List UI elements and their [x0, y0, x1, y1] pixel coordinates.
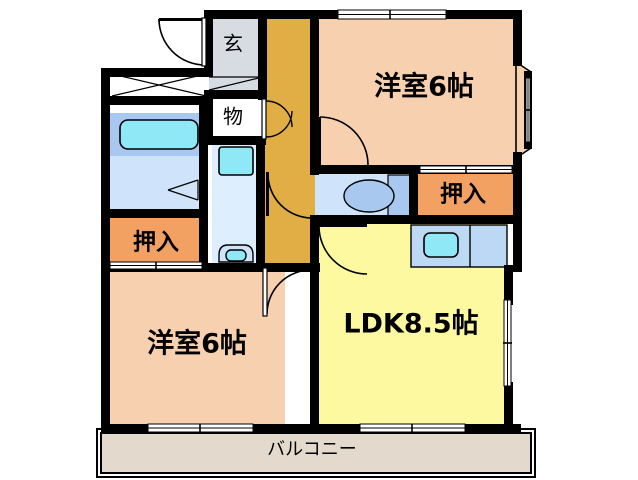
wall-right-upper: [513, 10, 522, 66]
wall-bedroom-south-top: [101, 263, 316, 272]
window-bedroom-south: [147, 423, 254, 433]
wall-hall-right-lower: [310, 215, 319, 272]
closet-south-label: 押入: [133, 230, 179, 256]
window-ldk-east: [503, 299, 512, 387]
kitchen-sink: [423, 232, 459, 258]
wall-bath-left: [101, 68, 110, 272]
wall-bath-closet-divider: [101, 209, 208, 218]
wall-right-ldk-upper: [504, 265, 513, 305]
wall-entrance-left-lower: [204, 96, 213, 144]
wall-right-ldk-lower: [504, 382, 513, 429]
bay-window-north-bedroom: [515, 60, 532, 160]
bedroom-north-label: 洋室6帖: [374, 71, 474, 103]
wall-entrance-bottom: [204, 90, 266, 99]
vanity-mirror: [218, 146, 254, 176]
entrance-door: [158, 17, 207, 67]
entrance-floor: [209, 18, 263, 98]
storage-label: 物: [223, 105, 243, 129]
entrance-step: [208, 76, 264, 91]
closet-north-floor: [418, 172, 513, 220]
toilet-bowl: [343, 179, 395, 213]
window-bedroom-north-top: [337, 9, 447, 20]
bedroom-south-label: 洋室6帖: [147, 328, 247, 360]
ldk-label: LDK8.5帖: [343, 309, 478, 340]
balcony-area: バルコニー: [96, 428, 536, 478]
washroom-door: [266, 172, 313, 219]
bedroom-north-floor: [318, 18, 516, 170]
wall-entrance-left: [204, 10, 213, 68]
closet-south-doors: [109, 261, 203, 270]
wash-basin: [225, 249, 247, 262]
balcony-floor: [100, 432, 532, 474]
bath-door: [167, 179, 199, 201]
wall-hall-right-upper: [310, 10, 319, 175]
wall-closet-right: [199, 209, 208, 271]
closet-north-label: 押入: [440, 182, 486, 208]
hallway-floor-lower: [263, 222, 315, 268]
wall-washroom-right: [256, 136, 265, 272]
wall-washroom-top: [204, 136, 266, 145]
wall-left-lower: [101, 263, 110, 433]
entrance-label: 玄: [223, 32, 243, 56]
bedroom-north-door: [318, 116, 369, 166]
window-ldk-south: [359, 423, 466, 433]
wall-right-mid: [513, 152, 522, 272]
wall-toilet-closet-divider: [409, 168, 418, 223]
wall-toilet-bottom: [310, 215, 515, 224]
storage-floor: [209, 98, 263, 140]
bathtub: [119, 119, 199, 150]
storage-door: [261, 98, 293, 140]
wall-hall-left-upper: [258, 10, 267, 100]
wall-ldk-left: [310, 263, 319, 433]
wall-bath-window-sill: [101, 96, 213, 105]
bedroom-south-floor: [110, 268, 285, 425]
bath-window-icon: [111, 73, 207, 97]
closet-north-doors: [419, 165, 513, 174]
bedroom-south-door: [262, 267, 312, 317]
wall-bath-right: [199, 96, 208, 216]
closet-south-floor: [110, 218, 202, 266]
ldk-door: [318, 224, 368, 275]
balcony-label: バルコニー: [267, 439, 357, 460]
wall-bath-top: [101, 68, 213, 77]
